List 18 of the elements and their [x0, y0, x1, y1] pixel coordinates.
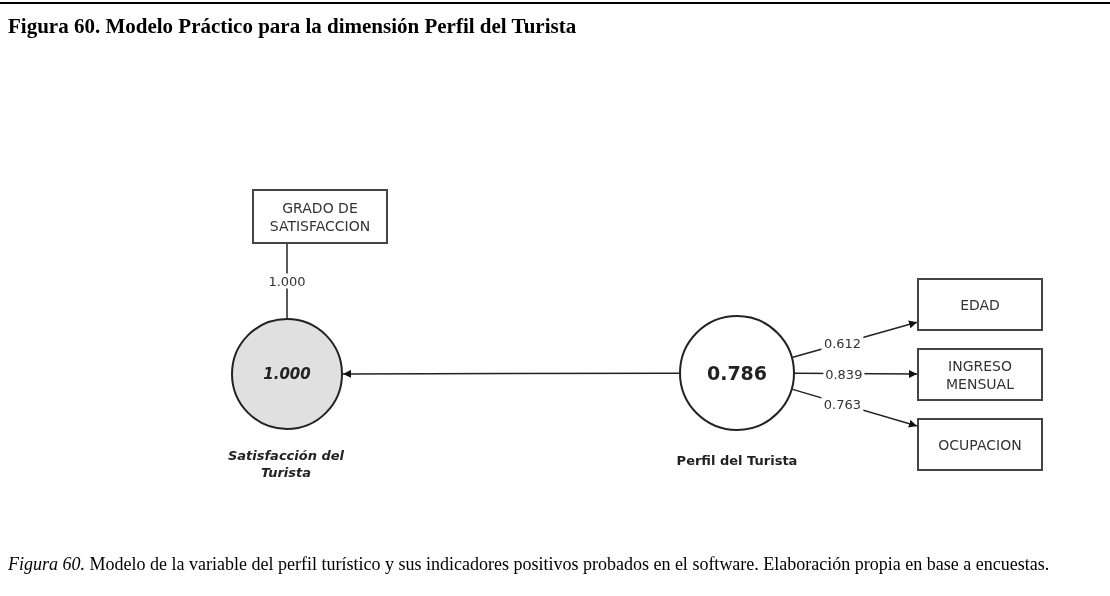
- construct-name: Perfil del Turista: [675, 452, 799, 469]
- score-value: 1.000: [263, 365, 311, 383]
- indicator-label: GRADO DE SATISFACCION: [268, 198, 372, 235]
- arrow: [342, 369, 680, 378]
- indicator-label: INGRESO MENSUAL: [945, 356, 1015, 393]
- indicator-box: [252, 189, 388, 244]
- construct-name: Satisfacción del Turista: [226, 447, 346, 481]
- indicator-box: [917, 418, 1043, 471]
- indicator-box: [917, 278, 1043, 331]
- edge-label: 1.000: [266, 273, 308, 289]
- figure-caption: Figura 60. Modelo de la variable del perfil turístico y sus indicadores positivos probados en el software. Elaboración propia en base a encuestas.: [8, 553, 1051, 575]
- indicator-label: EDAD: [960, 295, 1000, 314]
- indicator-label: OCUPACION: [938, 435, 1022, 454]
- indicator-box: [917, 348, 1043, 401]
- score-value: 0.786: [706, 364, 768, 382]
- edge-label: 0.763: [821, 396, 863, 412]
- edge-label: 0.612: [821, 335, 864, 351]
- figure-title: Figura 60. Modelo Práctico para la dimensión Perfil del Turista: [8, 14, 577, 39]
